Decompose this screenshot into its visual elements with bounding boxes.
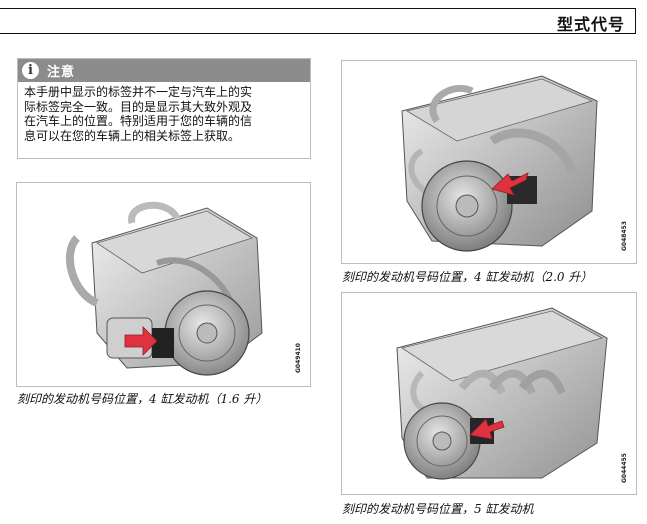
- figure-caption: 刻印的发动机号码位置，4 缸发动机（1.6 升）: [17, 392, 268, 406]
- figure-caption: 刻印的发动机号码位置，5 缸发动机: [342, 502, 534, 516]
- engine-illustration: [396, 307, 608, 480]
- section-header: 型式代号: [0, 8, 636, 34]
- note-line: 在汽车上的位置。特别适用于您的车辆的信: [24, 114, 253, 128]
- figure-caption: 刻印的发动机号码位置，4 缸发动机（2.0 升）: [342, 270, 593, 284]
- note-text: 本手册中显示的标签并不一定与汽车上的实 际标签完全一致。目的是显示其大致外观及 …: [18, 82, 310, 143]
- note-label: 注意: [47, 65, 76, 80]
- note-header: i 注意: [18, 59, 310, 82]
- engine-figure-1-6l: G049410: [16, 182, 311, 387]
- note-line: 际标签完全一致。目的是显示其大致外观及: [24, 99, 253, 114]
- info-icon: i: [22, 62, 39, 79]
- engine-figure-2-0l: G048453: [341, 60, 637, 264]
- arrow-icon: [491, 172, 529, 196]
- note-box: i 注意 本手册中显示的标签并不一定与汽车上的实 际标签完全一致。目的是显示其大…: [17, 58, 311, 159]
- note-line: 息可以在您的车辆上的相关标签上获取。: [24, 128, 241, 143]
- arrow-icon: [124, 326, 158, 356]
- engine-illustration: [65, 201, 263, 376]
- figure-code: G049410: [295, 343, 302, 373]
- figure-code: G048453: [621, 221, 628, 251]
- page-title: 型式代号: [556, 15, 625, 34]
- engine-figure-5cyl: G044455: [341, 292, 637, 495]
- figure-code: G044455: [621, 453, 628, 483]
- arrow-icon: [469, 418, 505, 440]
- engine-illustration: [401, 75, 598, 252]
- note-line: 本手册中显示的标签并不一定与汽车上的实: [24, 85, 253, 99]
